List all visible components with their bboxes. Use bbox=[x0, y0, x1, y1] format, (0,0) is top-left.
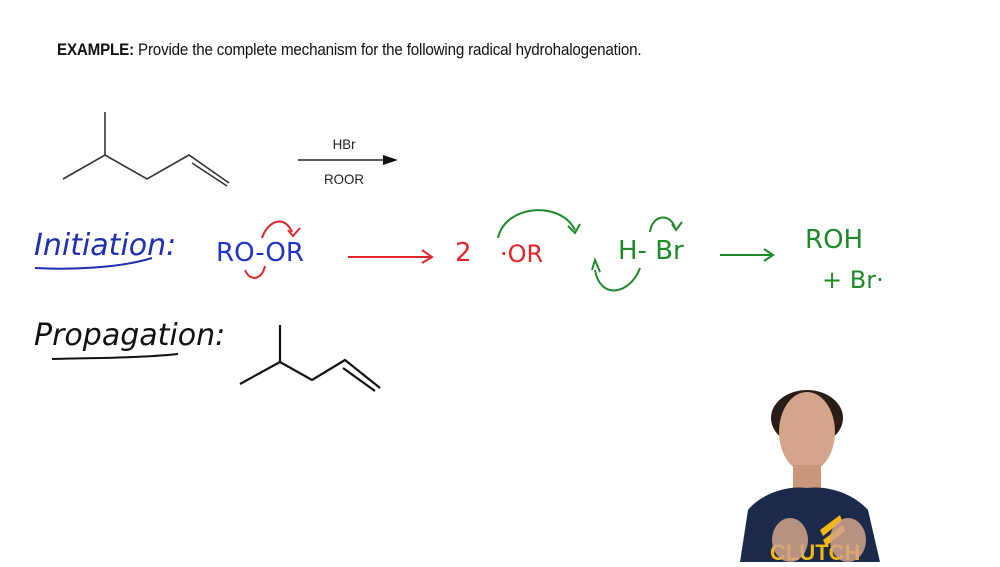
starting-material-structure bbox=[62, 112, 230, 187]
problem-text: Provide the complete mechanism for the f… bbox=[133, 41, 642, 59]
propagation-structure bbox=[239, 325, 381, 392]
initiation-label: Initiation: bbox=[34, 228, 177, 263]
roh-product: ROH bbox=[805, 225, 864, 255]
presenter-video: CLUTCH bbox=[730, 380, 920, 565]
problem-statement: EXAMPLE: Provide the complete mechanism … bbox=[57, 41, 642, 60]
product-coefficient: 2 bbox=[455, 238, 472, 268]
hbr-reactant: H- Br bbox=[618, 236, 684, 266]
reagent-hbr: HBr bbox=[332, 136, 356, 152]
reagent-roor: ROOR bbox=[324, 171, 364, 187]
bromine-radical-product: + Br· bbox=[822, 266, 884, 294]
peroxide-reactant: RO-OR bbox=[216, 238, 304, 268]
propagation-label: Propagation: bbox=[34, 318, 226, 353]
reaction-arrow bbox=[298, 155, 398, 165]
example-label: EXAMPLE: bbox=[57, 41, 134, 59]
alkoxy-radical: ·OR bbox=[500, 240, 544, 268]
